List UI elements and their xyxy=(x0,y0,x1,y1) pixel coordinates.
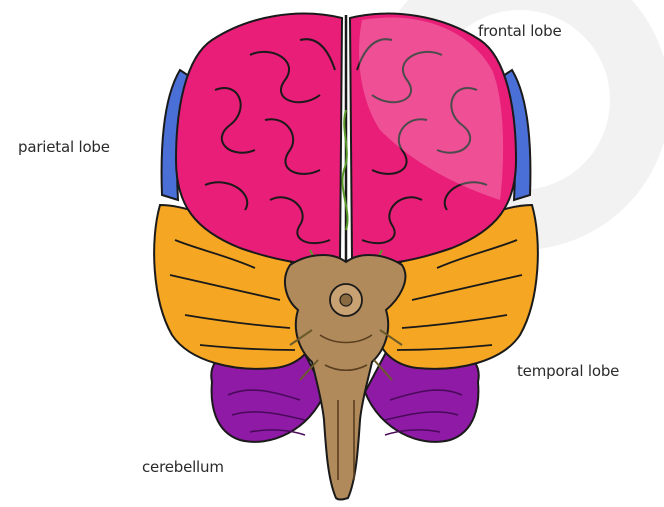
cerebellum-label: cerebellum xyxy=(142,458,224,476)
frontal-lobe-label: frontal lobe xyxy=(478,22,562,40)
parietal-lobe-label: parietal lobe xyxy=(18,138,110,156)
temporal-lobe-label: temporal lobe xyxy=(517,362,619,380)
